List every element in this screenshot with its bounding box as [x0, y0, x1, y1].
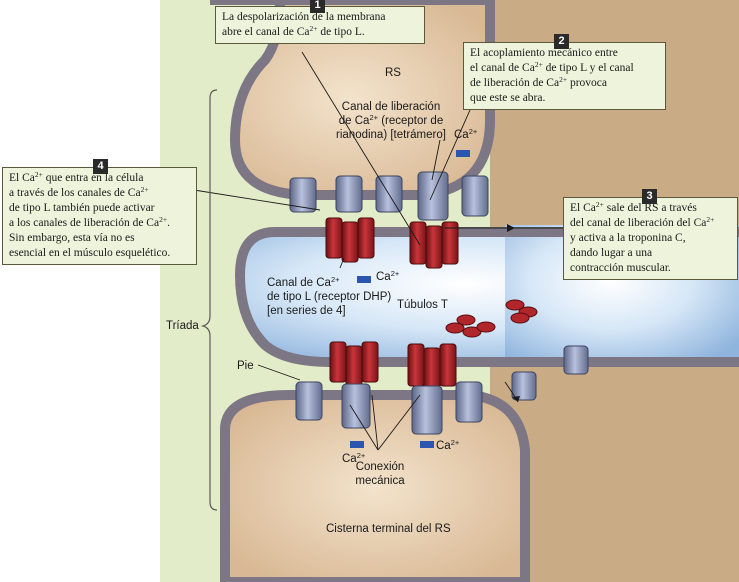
text-line: Pie [237, 360, 254, 372]
label-ca-bottom-right: Ca2+ [436, 439, 459, 453]
label-cisterna-terminal: Cisterna terminal del RS [326, 522, 451, 536]
text-line: de tipo L también puede activar [9, 202, 155, 214]
text-line: a través de los canales de Ca2+ [9, 185, 149, 199]
triad-bracket [200, 89, 218, 511]
text-line: El acoplamiento mecánico entre [470, 47, 618, 59]
text-line: Tríada [166, 320, 199, 332]
text-line: contracción muscular. [570, 262, 671, 274]
text-line: abre el canal de Ca2+ de tipo L. [222, 24, 365, 38]
text-line: el canal de Ca2+ de tipo L y el canal [470, 60, 634, 74]
text-line: El Ca2+ sale del RS a través [570, 200, 697, 214]
arrow-head-2 [507, 224, 515, 232]
leader-lines [193, 51, 570, 451]
text-line: Ca2+ [342, 451, 366, 465]
calcium-ions [350, 150, 470, 448]
text-line: de liberación de Ca2+ provoca [470, 75, 607, 89]
text-line: [en series de 4] [267, 305, 346, 317]
text-line: Ca2+ [454, 127, 478, 141]
text-line: Canal de Ca2+ [267, 275, 340, 289]
step-number-1: 1 [310, 0, 325, 13]
label-rs-top: RS [385, 66, 401, 80]
label-ca-dhp: Ca2+ [376, 270, 399, 284]
text-line: de tipo L (receptor DHP) [267, 291, 392, 303]
text-line: mecánica [355, 475, 405, 487]
text-line: y activa a la troponina C, [570, 232, 686, 244]
text-line: Ca2+ [376, 269, 400, 283]
text-line: Canal de liberación [341, 101, 441, 113]
text-line: dando lugar a una [570, 247, 653, 259]
text-line: esencial en el músculo esquelético. [9, 247, 171, 259]
label-ca-bottom-left: Ca2+ [342, 452, 365, 466]
text-line: El Ca2+ que entra en la célula [9, 170, 144, 184]
text-line: RS [385, 67, 401, 79]
step-number-2: 2 [554, 34, 569, 49]
label-l-channel: Canal de Ca2+ de tipo L (receptor DHP) [en… [267, 276, 391, 318]
text-line: rianodina) [tetrámero] [336, 129, 446, 141]
dhp-channels-bottom [329, 341, 457, 391]
dhp-channels-top [325, 217, 459, 269]
text-line: Sin embargo, esta vía no es [9, 232, 135, 244]
label-triada: Tríada [166, 319, 199, 333]
ryr-channels-bottom [295, 345, 589, 435]
text-line: de Ca2+ (receptor de [338, 113, 444, 127]
text-line: Túbulos T [397, 299, 448, 311]
text-line: que este se abra. [470, 92, 546, 104]
label-pie: Pie [237, 359, 254, 373]
ryr-channels-top [289, 171, 489, 221]
text-line: Cisterna terminal del RS [326, 523, 451, 535]
step-number-4: 4 [93, 159, 108, 174]
label-conexion-mecanica: Conexión mecánica [340, 460, 420, 488]
sr-top [210, 0, 495, 200]
text-line: La despolarización de la membrana [222, 11, 386, 23]
text-line: Conexión [355, 461, 405, 473]
label-ca-top: Ca2+ [454, 128, 477, 142]
text-line: del canal de liberación del Ca2+ [570, 215, 715, 229]
arrow-head [512, 396, 520, 402]
step-number-3: 3 [642, 189, 657, 204]
text-line: Ca2+ [436, 438, 460, 452]
dhp-rings-free [445, 299, 538, 338]
text-line: a los canales de liberación de Ca2+. [9, 215, 170, 229]
label-tubulos-t: Túbulos T [397, 298, 448, 312]
